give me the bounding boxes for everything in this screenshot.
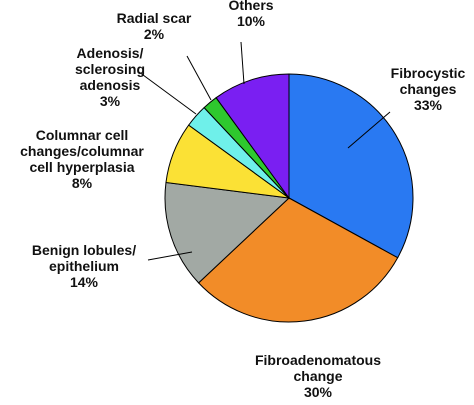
- slice-label-2-line-1: epithelium: [49, 258, 119, 274]
- pie-slice-1: [197, 197, 399, 323]
- pie-slice-6: [215, 73, 290, 200]
- slice-label-1-line-1: change: [293, 368, 342, 384]
- slice-label-5-line-0: Radial scar: [117, 10, 192, 26]
- slice-label-4-line-0: Adenosis/: [77, 45, 144, 61]
- slice-label-0-line-2: 33%: [414, 97, 443, 113]
- pie-slice-0: [288, 73, 414, 259]
- leader-line-4: [138, 71, 197, 115]
- leader-line-5: [186, 55, 212, 101]
- slice-label-2-line-0: Benign lobules/: [32, 242, 136, 258]
- leader-line-2: [147, 251, 193, 261]
- slice-label-5-line-1: 2%: [144, 26, 165, 42]
- slice-label-3-line-3: 8%: [72, 175, 93, 191]
- slice-label-0-line-0: Fibrocystic: [391, 65, 466, 81]
- leader-line-6: [240, 41, 245, 85]
- pie-slices: [164, 73, 414, 323]
- slice-label-3-line-1: changes/columnar: [20, 143, 144, 159]
- slice-label-6-line-0: Others: [228, 0, 273, 13]
- slice-label-3-line-0: Columnar cell: [36, 127, 129, 143]
- slice-label-1-line-0: Fibroadenomatous: [255, 352, 381, 368]
- leader-line-0: [347, 111, 391, 149]
- slice-label-4-line-2: adenosis: [80, 77, 141, 93]
- slice-label-0-line-1: changes: [400, 81, 457, 97]
- slice-label-1-line-2: 30%: [304, 384, 333, 400]
- slice-label-3-line-2: cell hyperplasia: [29, 159, 134, 175]
- leader-lines: [138, 41, 391, 261]
- pie-slice-2: [164, 181, 291, 284]
- slice-label-2-line-2: 14%: [70, 274, 99, 290]
- slice-label-4-line-1: sclerosing: [75, 61, 145, 77]
- slice-label-6-line-1: 10%: [237, 13, 266, 29]
- slice-label-4-line-3: 3%: [100, 93, 121, 109]
